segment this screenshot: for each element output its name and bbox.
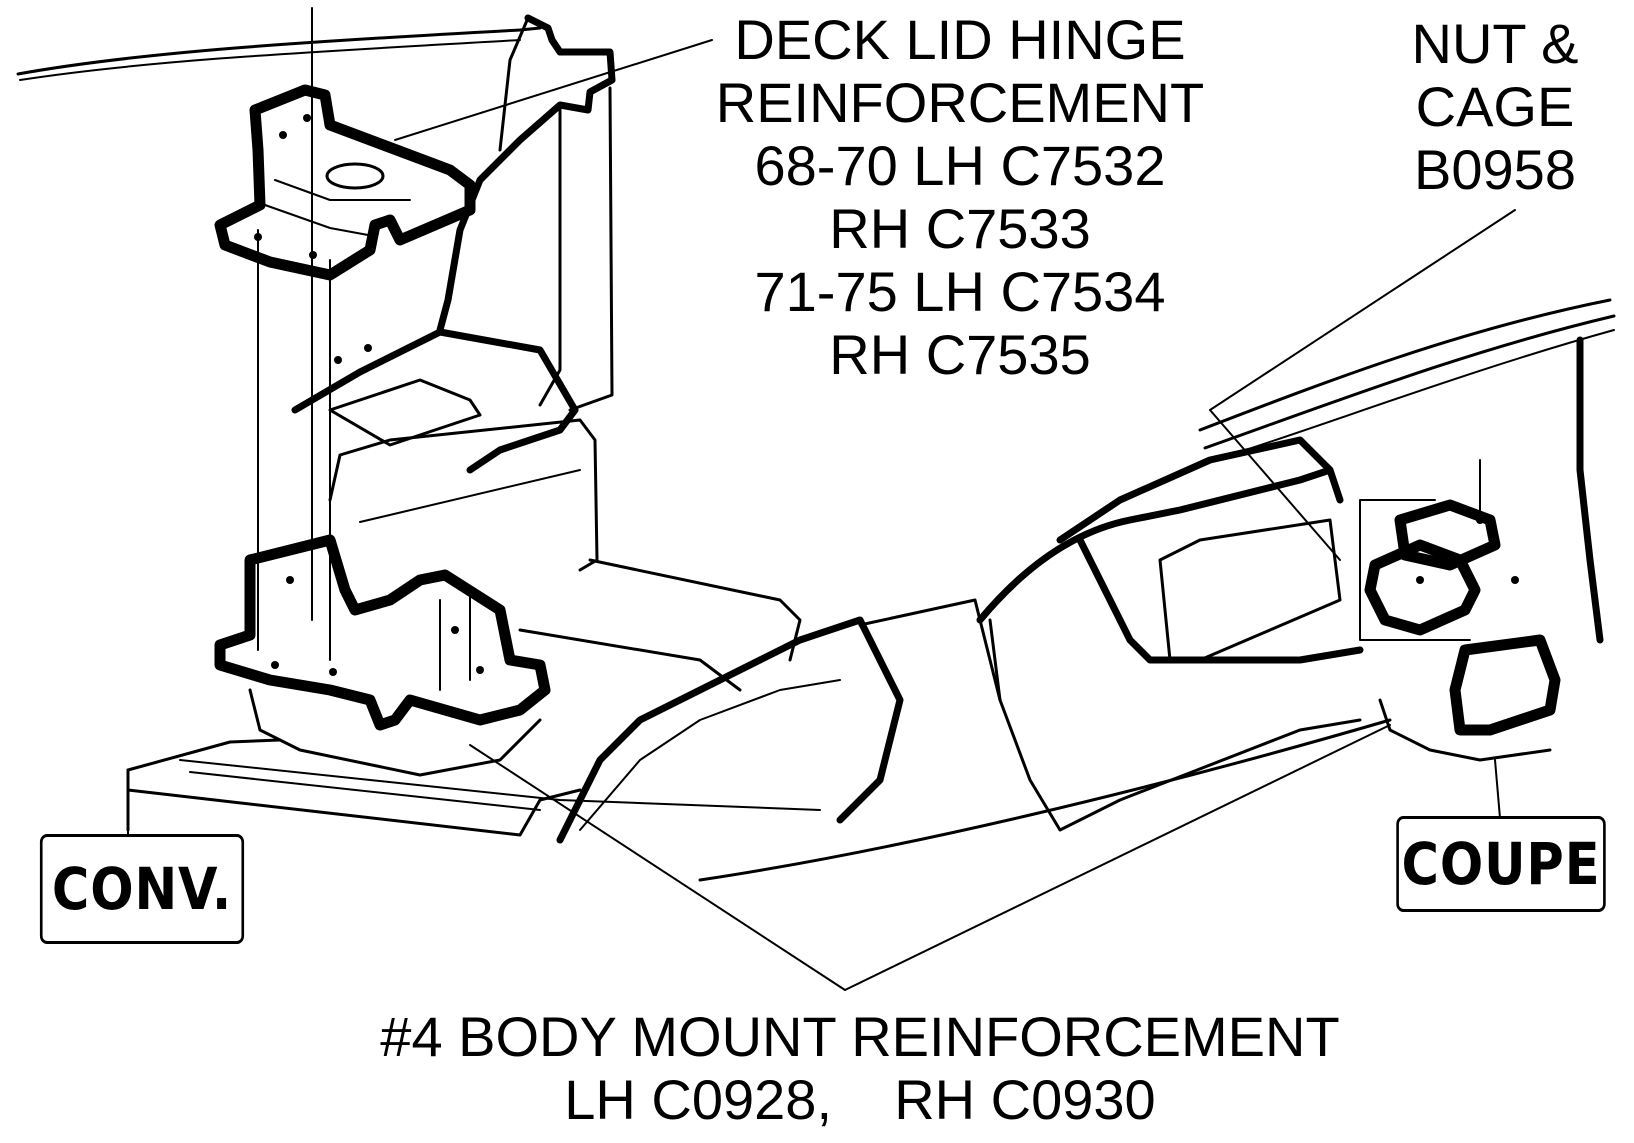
coupe-windshield-edge: [1056, 436, 1344, 544]
floor-shelf-opening: [328, 378, 482, 447]
body-mount-line-2: LH C0928, RH C0930: [564, 1068, 1156, 1131]
leader-coupe-tag: [1494, 759, 1501, 819]
deck-lid-hinge-line-4: RH C7533: [829, 197, 1091, 260]
coupe-roof-arc-outer: [1198, 298, 1612, 432]
coupe-lower-body: [988, 618, 1362, 832]
deck-lid-hinge-reinforcement-part: [214, 84, 476, 364]
leader-body-mount-to-coupe: [844, 724, 1391, 991]
leader-body-mount-to-conv: [469, 744, 846, 991]
floor-box-front: [328, 418, 599, 572]
deck-edge-outline-inner: [19, 39, 521, 81]
floor-box-line: [359, 469, 581, 523]
nut-cage-inset-box: [1359, 499, 1471, 641]
inner-pillar-left-edge: [498, 16, 530, 152]
deck-lid-hinge-line-2: REINFORCEMENT: [715, 71, 1205, 134]
inner-pillar: [436, 14, 616, 334]
deck-lid-hinge-callout: DECK LID HINGE REINFORCEMENT 68-70 LH C7…: [690, 8, 1230, 386]
coupe-door-inner-frame: [1076, 536, 1364, 664]
nut-cage-line-1: NUT &: [1411, 12, 1579, 75]
floor-bottom-edge: [126, 788, 582, 837]
deck-lid-hinge-line-6: RH C7535: [829, 323, 1091, 386]
floor-rail-left: [518, 628, 742, 692]
coupe-rear-pillar: [1576, 336, 1604, 644]
deck-lid-hinge-line-1: DECK LID HINGE: [734, 8, 1186, 71]
nut-cage-callout: NUT & CAGE B0958: [1375, 12, 1615, 201]
floor-rail-groove-1: [179, 759, 821, 811]
coupe-roof-arc-mid: [1203, 314, 1616, 450]
conv-tag: CONV.: [39, 834, 245, 944]
tunnel-edge: [556, 616, 904, 844]
inner-pillar-right-face: [568, 86, 614, 412]
nut-cage-line-2: CAGE: [1415, 75, 1575, 138]
coupe-rocker-line: [698, 718, 1392, 882]
coupe-roof-arc-inner: [1214, 329, 1615, 461]
body-mount-callout: #4 BODY MOUNT REINFORCEMENT LH C0928, RH…: [340, 1005, 1380, 1131]
coupe-window-edge: [1158, 518, 1342, 662]
leader-nut-cage: [1209, 209, 1516, 561]
body-mount-reinforcement-coupe: [1364, 459, 1561, 762]
deck-edge-outline: [16, 26, 542, 76]
floor-shelf: [291, 328, 579, 474]
deck-lid-hinge-line-3: 68-70 LH C7532: [754, 134, 1166, 197]
nut-cage-line-3: B0958: [1414, 138, 1576, 201]
body-mount-reinforcement-conv: [214, 534, 551, 777]
leader-deck-lid-hinge: [394, 39, 713, 141]
floor-lower-step: [126, 738, 282, 772]
coupe-door-opening: [976, 466, 1334, 624]
tunnel-inner: [579, 679, 841, 831]
deck-lid-hinge-line-5: 71-75 LH C7534: [754, 260, 1166, 323]
inner-pillar-face: [538, 103, 562, 407]
floor-rail-groove-2: [189, 771, 541, 811]
body-mount-line-1: #4 BODY MOUNT REINFORCEMENT: [380, 1005, 1340, 1068]
tunnel-top: [858, 598, 1002, 702]
floor-rail-top: [588, 558, 802, 662]
coupe-tag: COUPE: [1396, 816, 1606, 912]
